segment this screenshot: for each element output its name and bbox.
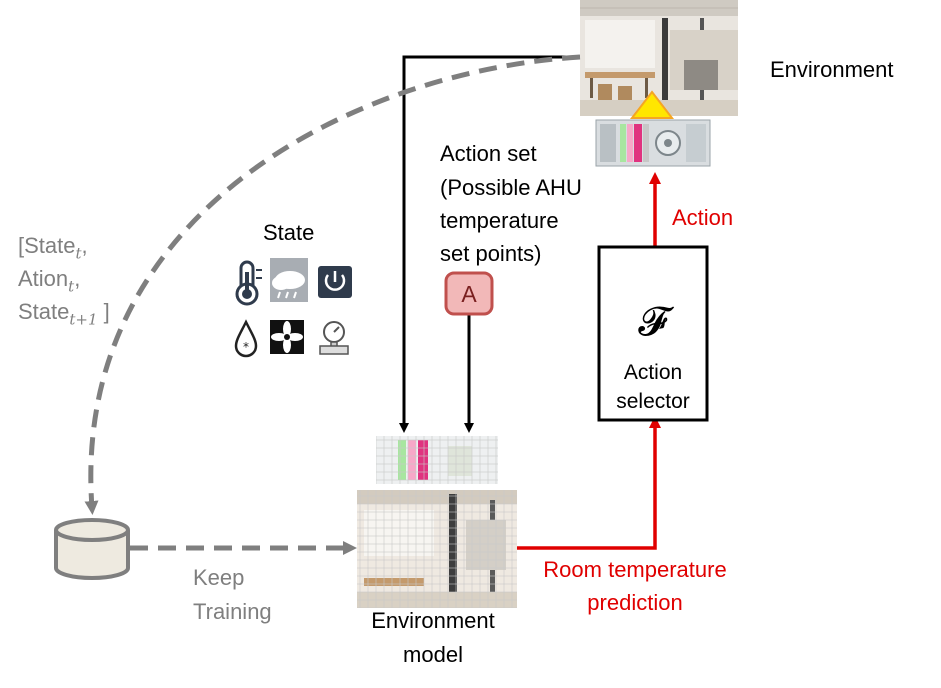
replay-buffer-dashed-arc (84, 54, 581, 515)
action-label: Action (672, 205, 734, 230)
action-set-desc-line1: (Possible AHU (440, 175, 582, 200)
replay-tuple-line2: Ationt, (18, 266, 81, 296)
ahu-unit-image (595, 119, 711, 167)
replay-tuple-line3: Statet+1 ] (18, 299, 110, 329)
replay-tuple-line1: [Statet, (18, 233, 88, 263)
environment-model-line2: model (403, 642, 463, 667)
svg-text:*: * (243, 340, 249, 354)
cloud-rain-icon (270, 258, 308, 302)
thermometer-icon (235, 260, 262, 306)
environment-to-model-arrow (399, 55, 580, 433)
environment-office-image (580, 0, 738, 116)
action-set-badge-label: A (461, 281, 477, 307)
warning-triangle-icon (629, 90, 675, 119)
database-icon (54, 518, 130, 580)
action-set-badge (444, 271, 494, 316)
model-ahu-image (376, 436, 498, 484)
action-set-desc-line3: set points) (440, 241, 542, 266)
state-label: State (263, 220, 315, 245)
environment-model-line1: Environment (371, 608, 495, 633)
power-icon (318, 266, 352, 298)
water-drop-snow-icon: * (234, 319, 258, 358)
fan-icon (270, 320, 304, 354)
action-set-desc-line2: temperature (440, 208, 559, 233)
prediction-line1: Room temperature (543, 557, 727, 582)
model-office-image (357, 490, 517, 608)
prediction-to-selector-arrow (517, 416, 661, 550)
keep-training-line1: Keep (193, 565, 245, 590)
action-selector-box (597, 245, 709, 422)
environment-label: Environment (770, 57, 894, 82)
pressure-gauge-icon (319, 321, 349, 355)
prediction-line2: prediction (587, 590, 683, 615)
action-selector-line1: Action (623, 361, 683, 384)
action-selector-symbol: 𝓕 (638, 299, 668, 345)
keep-training-line2: Training (193, 599, 272, 624)
action-set-title: Action set (440, 141, 537, 166)
action-selector-line2: selector (616, 390, 690, 413)
